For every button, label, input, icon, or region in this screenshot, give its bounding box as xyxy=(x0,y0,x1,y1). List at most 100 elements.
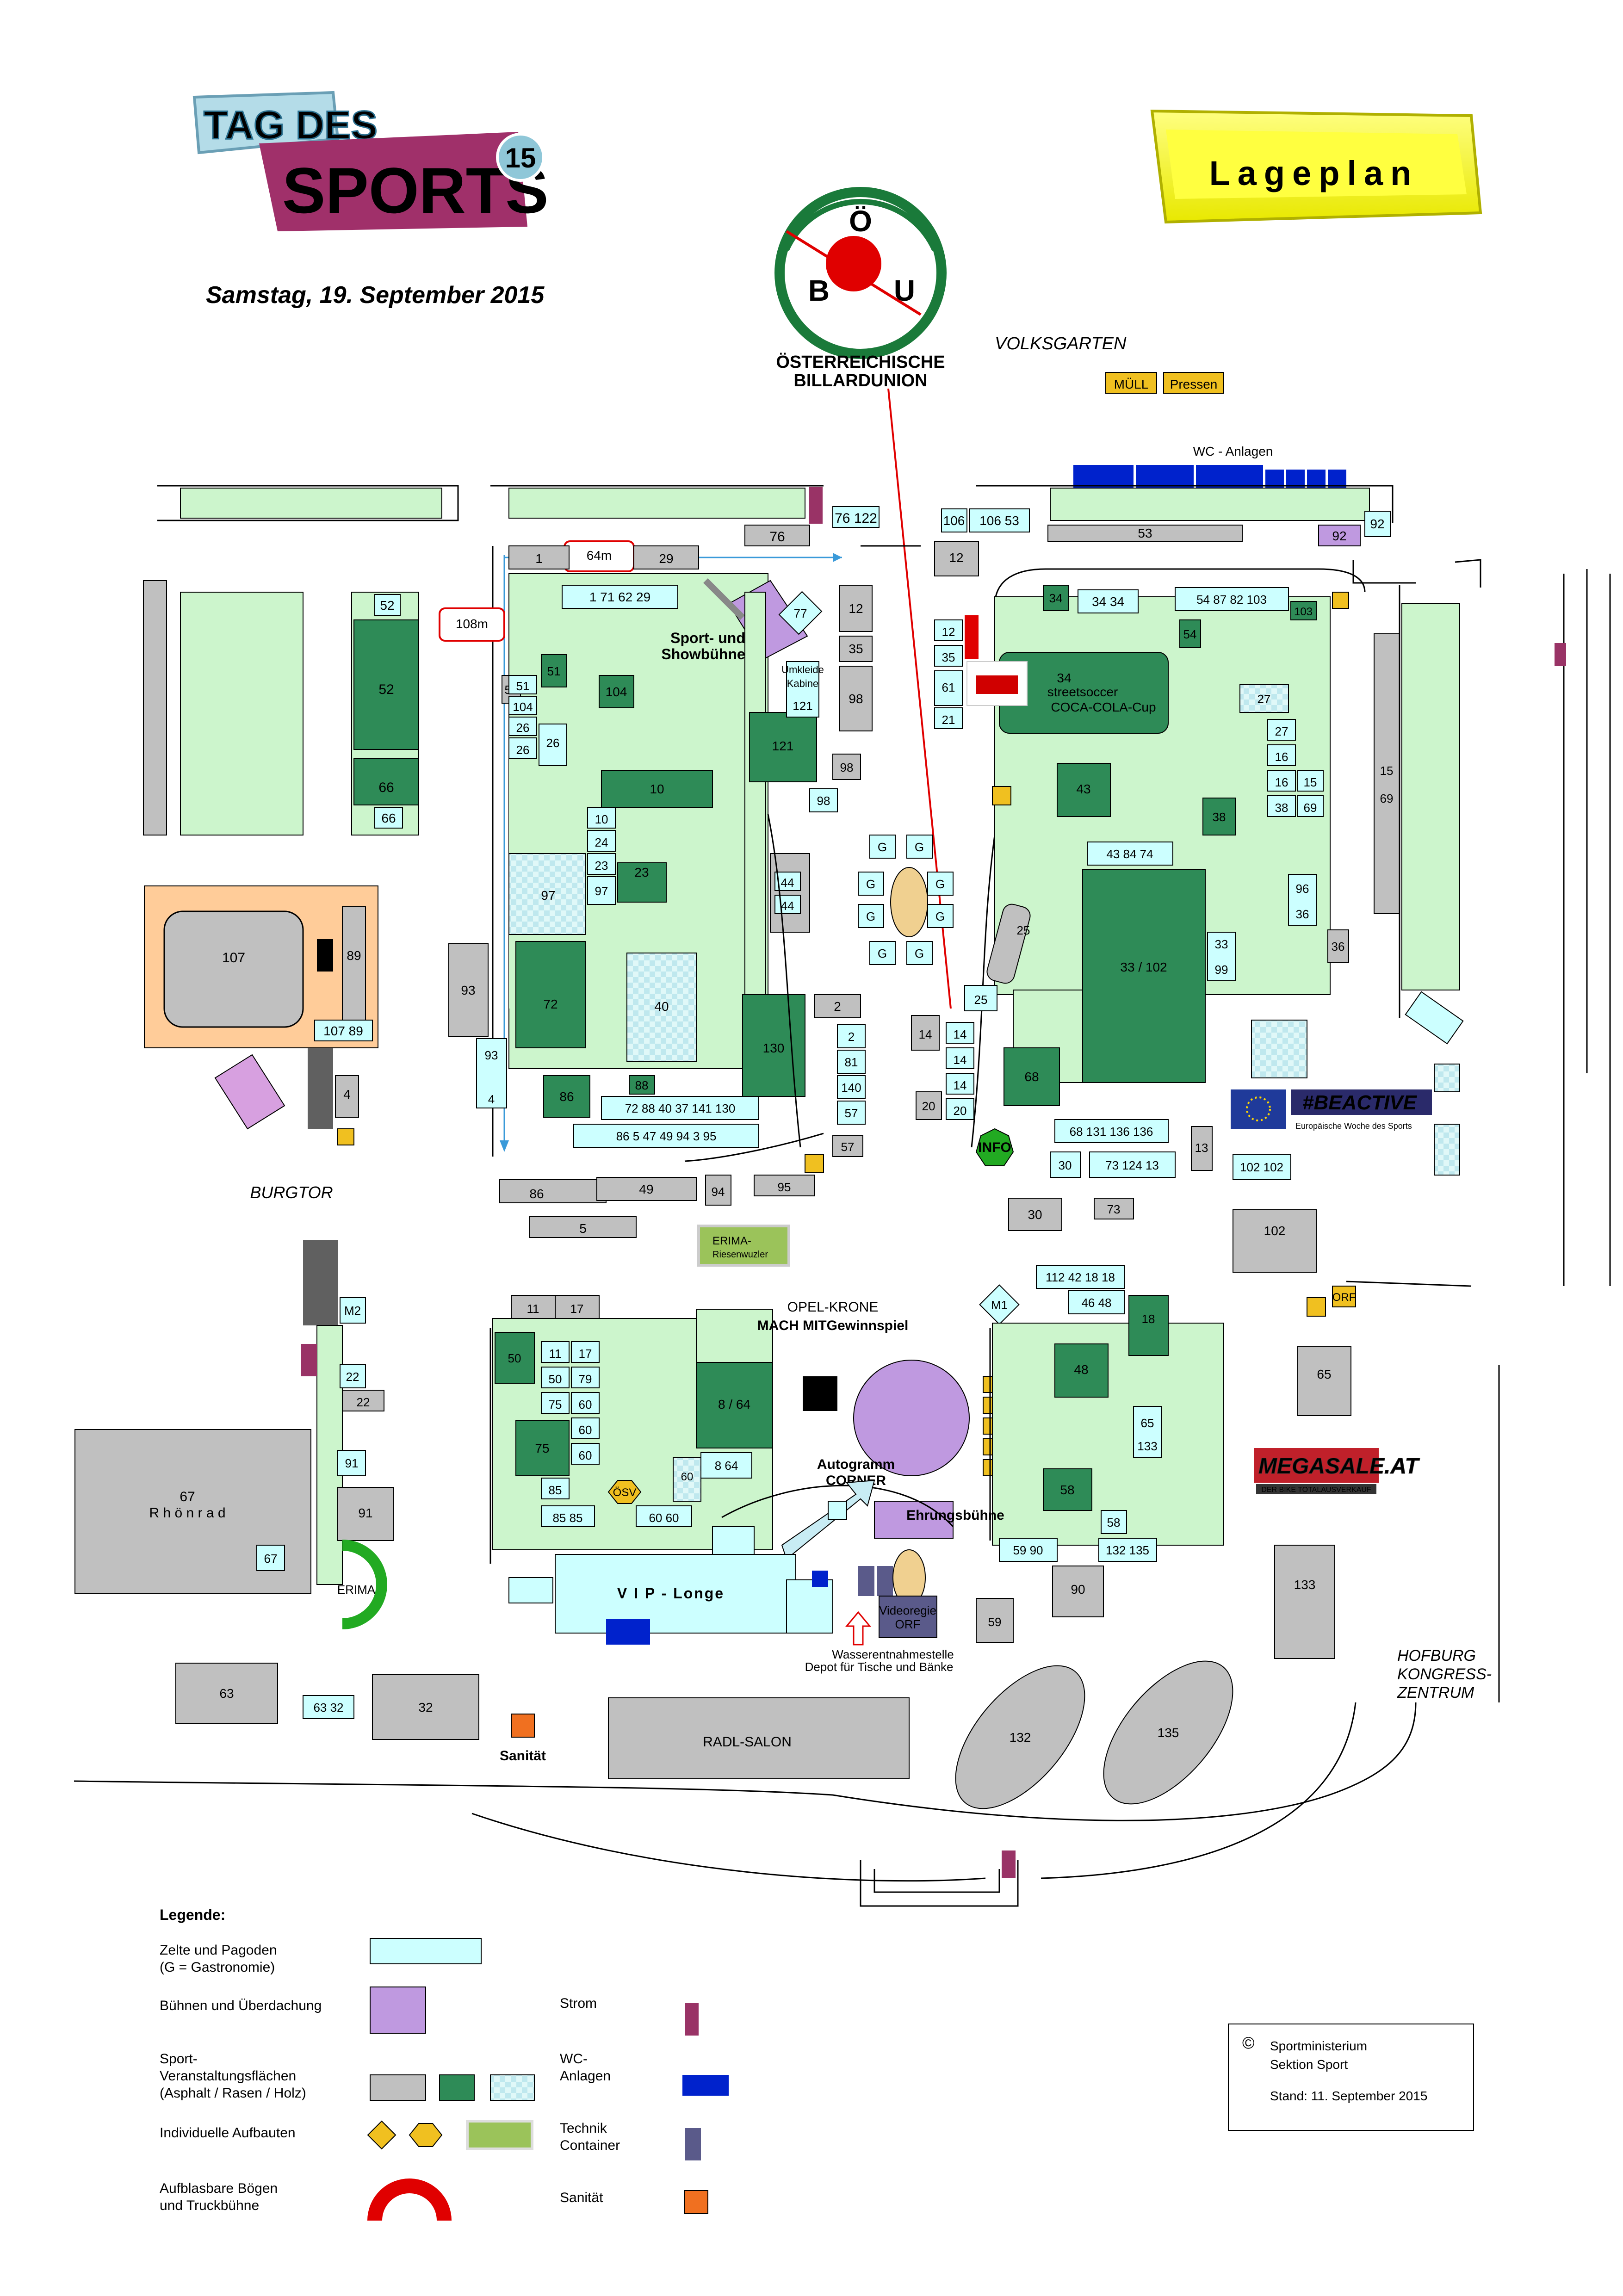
map-shape xyxy=(541,654,567,687)
erima-arch xyxy=(342,1540,387,1629)
map-label: Individuelle Aufbauten xyxy=(160,2125,296,2141)
map-shape xyxy=(1332,592,1349,609)
map-label: 38 xyxy=(1213,810,1226,824)
map-shape xyxy=(587,876,616,905)
map-label: 36 xyxy=(1332,940,1345,953)
map-label: 57 xyxy=(841,1140,855,1154)
map-shape xyxy=(1267,719,1296,741)
logo-badge: 15 xyxy=(505,142,536,173)
map-shape xyxy=(337,1450,366,1476)
map-label: Kabine xyxy=(787,678,819,689)
map-label: 48 xyxy=(1074,1362,1088,1377)
map-shape xyxy=(927,904,954,928)
map-label: RADL-SALON xyxy=(703,1734,792,1750)
path-strip-left xyxy=(143,580,167,835)
map-label: Sport- und xyxy=(670,630,745,646)
map-shape xyxy=(786,1579,833,1634)
map-label: 72 88 40 37 141 130 xyxy=(625,1102,736,1115)
map-shape xyxy=(543,1075,590,1118)
map-label: 98 xyxy=(817,794,830,808)
map-shape xyxy=(1265,470,1284,488)
map-label: 107 xyxy=(222,950,245,965)
map-shape xyxy=(163,910,304,1028)
map-label: V I P - Longe xyxy=(617,1585,725,1602)
map-label: 25 xyxy=(974,993,988,1007)
letter-o: Ö xyxy=(849,204,872,238)
muell-box xyxy=(1105,372,1157,394)
map-shape xyxy=(837,1075,866,1099)
map-shape xyxy=(934,619,963,641)
map-shape xyxy=(697,1225,790,1267)
map-label: 22 xyxy=(357,1395,370,1409)
map-shape xyxy=(828,1501,847,1520)
map-shape xyxy=(1103,1660,1233,1805)
map-shape xyxy=(1233,1154,1291,1180)
map-shape xyxy=(496,133,545,182)
map-shape xyxy=(971,818,998,1148)
map-label: 121 xyxy=(772,739,794,753)
map-shape xyxy=(754,1175,815,1196)
map-label: 43 xyxy=(1076,782,1090,796)
pressen-box xyxy=(1163,372,1224,394)
map-shape xyxy=(826,236,881,291)
map-shape xyxy=(599,675,634,708)
map-label: 26 xyxy=(516,721,530,735)
map-shape xyxy=(1136,465,1194,488)
map-shape xyxy=(906,941,933,965)
map-label: 34 34 xyxy=(1092,594,1124,609)
map-label: #BEACTIVE xyxy=(1302,1091,1418,1114)
map-shape xyxy=(685,2003,699,2036)
map-shape xyxy=(767,814,801,1148)
map-label: 25 xyxy=(1017,923,1030,937)
map-shape xyxy=(573,1124,759,1148)
map-shape xyxy=(466,2120,533,2150)
map-shape xyxy=(1004,1047,1060,1106)
map-shape xyxy=(946,1022,974,1044)
map-shape xyxy=(1346,1281,1500,1702)
billiard-name-1: ÖSTERREICHISCHE xyxy=(776,352,945,372)
map-label: 106 53 xyxy=(979,514,1019,528)
map-label: G xyxy=(915,840,924,854)
map-label: G xyxy=(935,910,945,923)
map-shape xyxy=(911,1015,940,1051)
map-shape xyxy=(1036,1265,1125,1289)
map-label: 69 xyxy=(1304,801,1317,815)
map-shape xyxy=(869,835,896,859)
map-label: 77 xyxy=(794,606,807,620)
legend: Legende: Zelte und Pagoden (G = Gastrono… xyxy=(160,1906,729,2221)
map-shape xyxy=(629,1075,655,1095)
map-shape xyxy=(832,754,861,780)
map-shape xyxy=(1290,601,1317,620)
map-shape xyxy=(337,1128,354,1145)
map-label: 29 xyxy=(659,551,673,566)
map-label: 1 71 62 29 xyxy=(589,590,650,604)
map-shape xyxy=(367,2178,452,2221)
map-label: 14 xyxy=(919,1027,932,1041)
map-shape xyxy=(337,1487,394,1541)
map-shape xyxy=(742,994,805,1097)
map-label: 44 xyxy=(781,876,794,890)
map-shape xyxy=(1087,842,1173,866)
map-label: 106 xyxy=(943,514,965,528)
map-label: 12 xyxy=(849,601,863,616)
map-label: 32 xyxy=(418,1700,433,1714)
map-shape xyxy=(858,872,884,896)
map-shape xyxy=(1002,1850,1016,1878)
map-label: 81 xyxy=(845,1055,858,1069)
map-label: 103 xyxy=(1294,606,1313,618)
map-label: HOFBURG xyxy=(1397,1647,1476,1665)
map-label: 73 xyxy=(1107,1202,1121,1216)
map-shape xyxy=(860,1860,1019,1907)
info-point[interactable]: INFO xyxy=(975,1128,1014,1166)
map-label: 75 xyxy=(535,1441,549,1455)
map-label: 86 xyxy=(529,1187,544,1201)
map-label: 14 xyxy=(954,1078,967,1092)
map-shape xyxy=(805,1154,824,1173)
legend-swatch-tents xyxy=(370,1938,482,1964)
map-label: 38 xyxy=(1275,801,1288,815)
map-label: 94 xyxy=(712,1185,725,1199)
map-label: G xyxy=(878,947,887,960)
map-shape xyxy=(837,1050,866,1074)
map-label: M2 xyxy=(344,1304,361,1318)
map-label: 22 xyxy=(346,1370,359,1384)
